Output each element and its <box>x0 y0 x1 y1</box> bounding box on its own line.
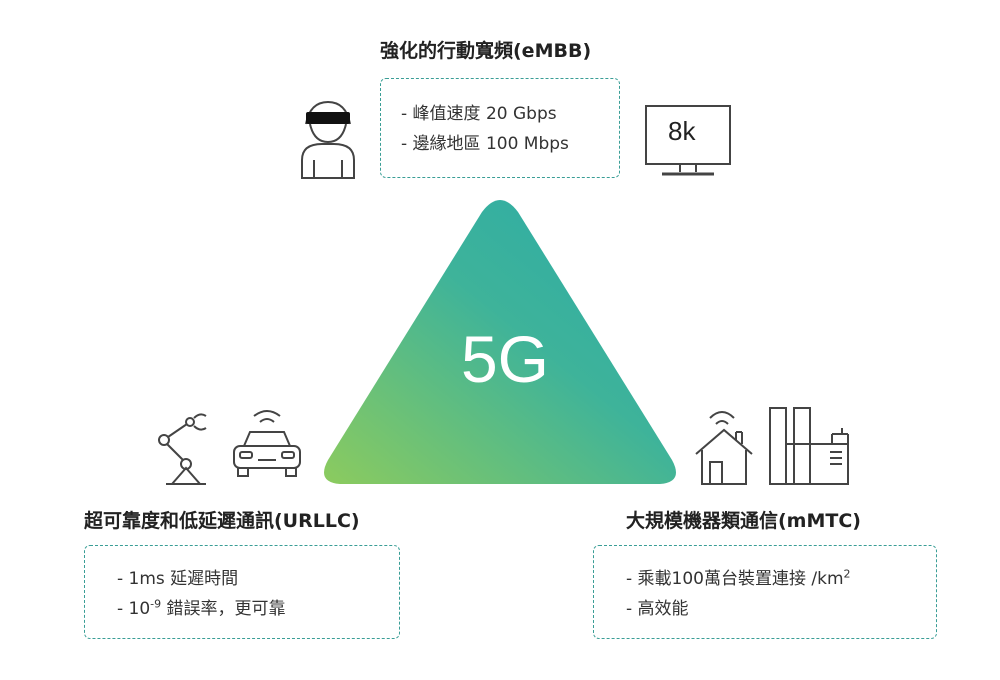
mmtc-device-density-text: - 乘載100萬台裝置連接 /km <box>626 569 844 589</box>
urllc-latency: - 1ms 延遲時間 <box>117 569 239 589</box>
urllc-error-rate-suffix: 錯誤率，更可靠 <box>161 599 286 619</box>
robot-arm-icon <box>158 413 207 485</box>
vr-headset-person-icon <box>301 100 355 179</box>
smart-home-icon <box>695 411 753 485</box>
urllc-error-rate-prefix: - 10 <box>117 599 151 619</box>
mmtc-device-density-exponent: 2 <box>843 567 851 581</box>
embb-edge-speed: - 邊緣地區 100 Mbps <box>401 134 569 154</box>
mmtc-title: 大規模機器類通信(mMTC) <box>626 510 861 532</box>
urllc-box: - 1ms 延遲時間 - 10-9 錯誤率，更可靠 <box>84 545 400 639</box>
factory-icon <box>769 407 849 485</box>
5g-center-label: 5G <box>460 322 550 396</box>
mmtc-device-density: - 乘載100萬台裝置連接 /km2 <box>626 564 851 589</box>
embb-title: 強化的行動寬頻(eMBB) <box>380 40 592 62</box>
connected-car-icon <box>233 410 301 477</box>
mmtc-efficiency: - 高效能 <box>626 599 689 619</box>
mmtc-box: - 乘載100萬台裝置連接 /km2 - 高效能 <box>593 545 937 639</box>
urllc-error-rate: - 10-9 錯誤率，更可靠 <box>117 594 286 619</box>
monitor-8k-label: 8k <box>668 116 696 146</box>
urllc-title: 超可靠度和低延遲通訊(URLLC) <box>84 510 360 532</box>
embb-box: - 峰值速度 20 Gbps - 邊緣地區 100 Mbps <box>380 78 620 178</box>
embb-peak-speed: - 峰值速度 20 Gbps <box>401 104 557 124</box>
8k-monitor-icon <box>645 105 731 176</box>
urllc-error-rate-exponent: -9 <box>150 597 162 611</box>
